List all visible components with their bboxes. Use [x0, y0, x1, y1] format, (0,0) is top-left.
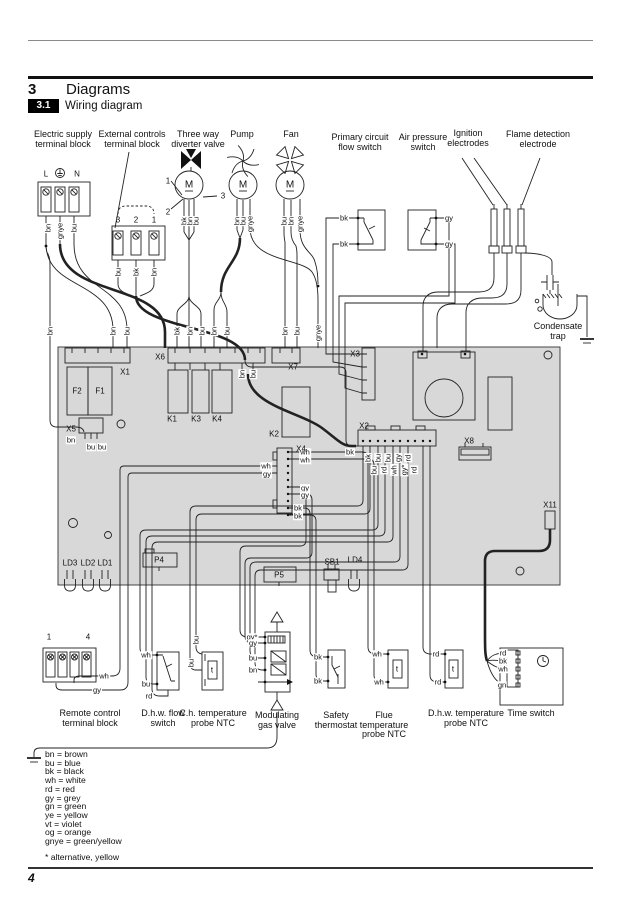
legend-note: * alternative, yellow	[45, 852, 120, 862]
label-dhw-flow-switch: D.h.w. flow switch	[141, 708, 185, 728]
legend-line: wh = white	[45, 775, 86, 786]
label-pump: Pump	[230, 129, 254, 139]
label-electric-supply: Electric supply terminal block	[33, 129, 93, 149]
legend-line: ye = yellow	[45, 809, 88, 820]
label-fan: Fan	[283, 129, 299, 139]
section-title: Diagrams	[66, 81, 131, 98]
label-safety-thermostat: Safety thermostat	[314, 710, 358, 730]
color-legend: bn = brown bu = blue bk = black wh = whi…	[45, 750, 122, 846]
legend-line: og = orange	[45, 827, 92, 838]
label-ch-probe: C.h. temperature probe NTC	[179, 708, 247, 728]
legend-line: gn = green	[45, 801, 87, 812]
legend-line: bu = blue	[45, 757, 81, 768]
label-time-switch: Time switch	[507, 708, 555, 718]
page-number: 4	[28, 871, 35, 885]
label-air-pressure-switch: Air pressure switch	[398, 132, 448, 152]
label-diverter-valve: Three way diverter valve	[171, 129, 225, 149]
label-remote-control: Remote control terminal block	[59, 708, 121, 728]
header-rule-thin	[28, 40, 593, 41]
subsection-badge: 3.1	[28, 99, 59, 113]
label-gas-valve: Modulating gas valve	[254, 710, 300, 730]
label-external-controls: External controls terminal block	[98, 129, 166, 149]
label-primary-flow-switch: Primary circuit flow switch	[331, 132, 389, 152]
section-number: 3	[28, 81, 37, 98]
legend-line: gnye = green/yellow	[45, 836, 122, 847]
legend-line: vt = violet	[45, 818, 82, 829]
footer-rule	[28, 867, 593, 869]
label-condensate-trap: Condensate trap	[533, 321, 583, 341]
subsection-title: Wiring diagram	[65, 100, 143, 112]
label-flame-electrode: Flame detection electrode	[505, 129, 571, 149]
label-dhw-probe: D.h.w. temperature probe NTC	[427, 708, 505, 728]
label-flue-probe: Flue temperature probe NTC	[359, 710, 409, 740]
legend-line: bn = brown	[45, 749, 88, 759]
legend-line: rd = red	[45, 783, 75, 794]
legend-line: gy = grey	[45, 792, 81, 803]
label-ignition-electrodes: Ignition electrodes	[447, 128, 489, 148]
legend-line: bk = black	[45, 766, 84, 777]
header-rule-thick	[28, 76, 593, 79]
